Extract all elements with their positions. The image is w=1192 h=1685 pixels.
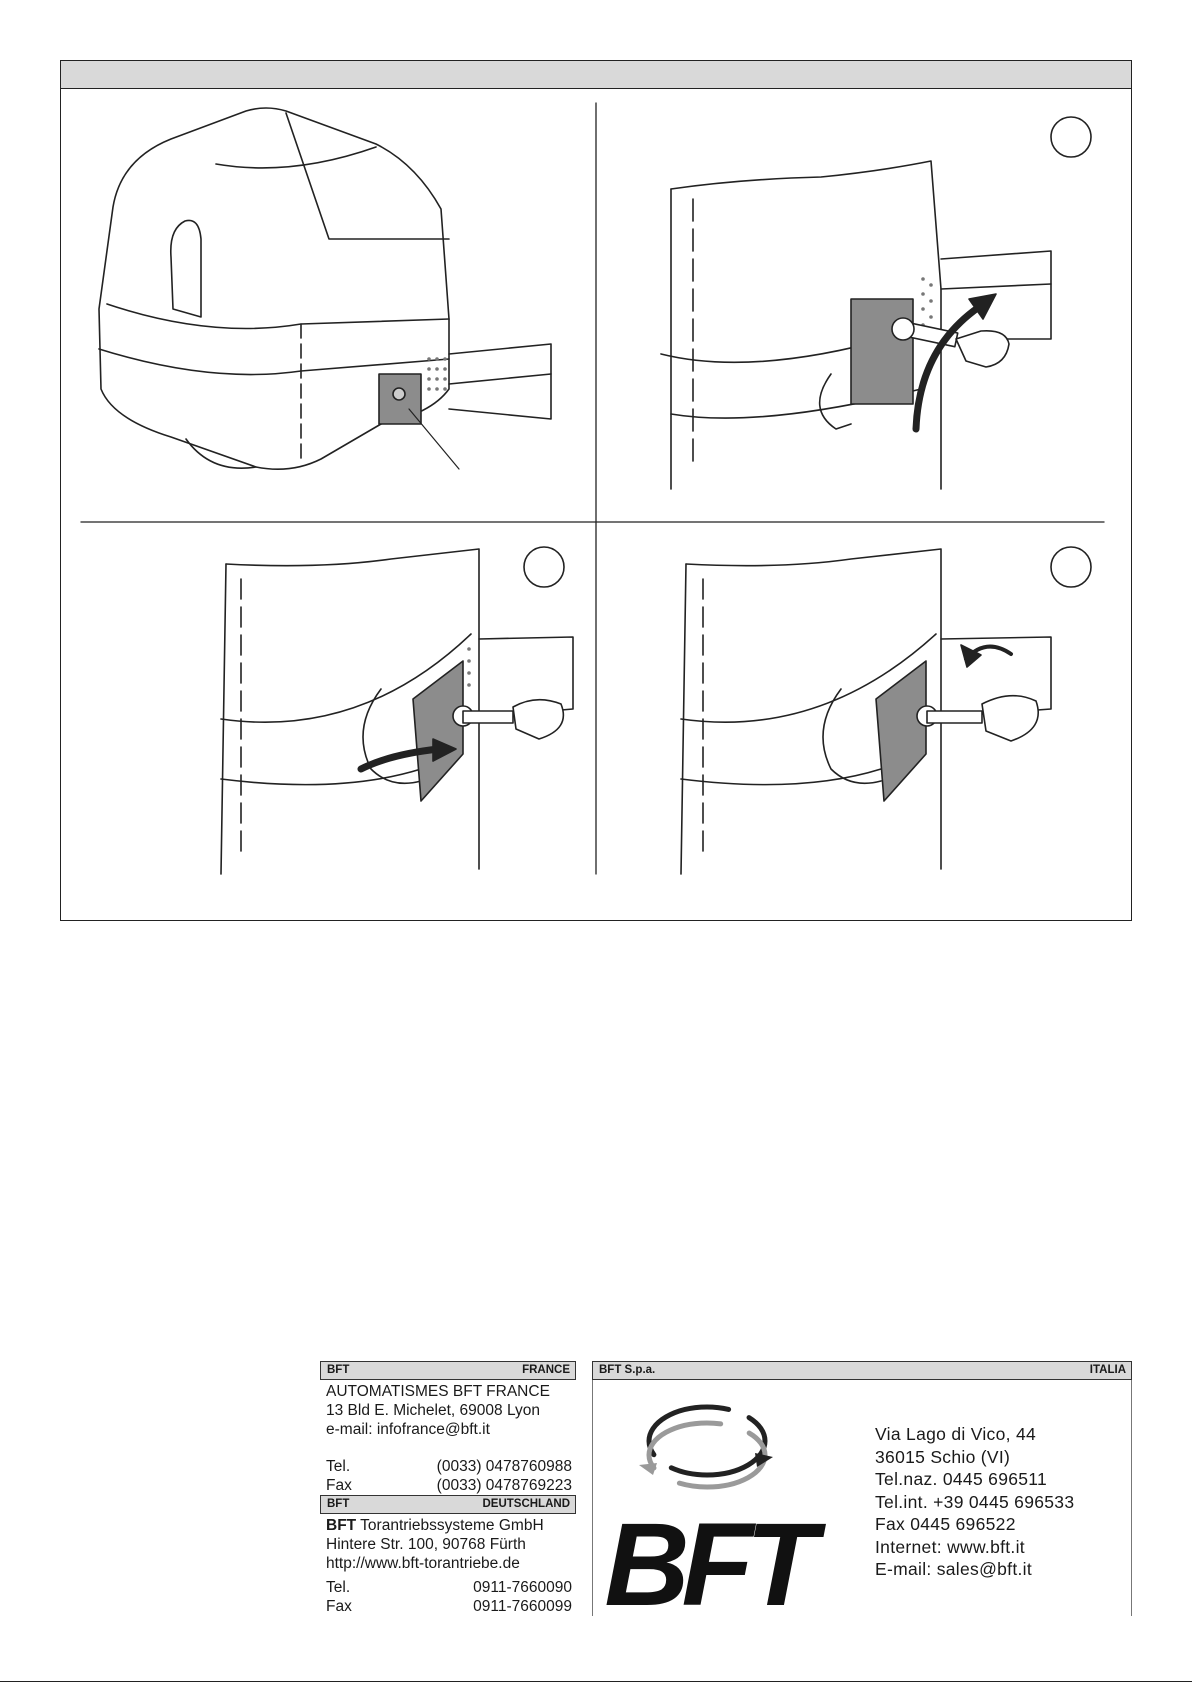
- italia-line: E-mail: sales@bft.it: [875, 1559, 1032, 1579]
- page-bottom-rule: [0, 1681, 1192, 1682]
- key-icon: [981, 694, 1039, 742]
- france-fax-value: (0033) 0478769223: [436, 1477, 572, 1494]
- deutschland-company: BFT Torantriebssysteme GmbH: [326, 1516, 544, 1535]
- key-icon: [512, 698, 565, 740]
- italia-line: Internet: www.bft.it: [875, 1536, 1025, 1557]
- release-lid: [850, 298, 914, 405]
- france-tel-value: (0033) 0478760988: [436, 1458, 572, 1475]
- france-tel-label: Tel.: [326, 1458, 351, 1475]
- deutschland-address: Hintere Str. 100, 90768 Fürth: [326, 1536, 526, 1553]
- deutschland-company-bold: BFT: [326, 1517, 357, 1534]
- keyhole-icon: [392, 387, 406, 401]
- release-illustration: [80, 102, 1105, 875]
- deutschland-fax-value: 0911-7660099: [473, 1598, 572, 1615]
- deutschland-country: DEUTSCHLAND: [482, 1498, 570, 1510]
- italia-header: BFT S.p.a. ITALIA: [592, 1361, 1132, 1380]
- italia-line: Via Lago di Vico, 44: [875, 1424, 1037, 1444]
- deutschland-header: BFT DEUTSCHLAND: [320, 1495, 576, 1514]
- panel-unlock-step-3: [680, 546, 1092, 875]
- rotate-arrow-icon: [357, 745, 443, 773]
- deutschland-tel-value: 0911-7660090: [473, 1579, 572, 1596]
- italia-country: ITALIA: [1089, 1364, 1126, 1376]
- italia-line: Tel.int. +39 0445 696533: [875, 1491, 1075, 1512]
- panel-unlock-step-2: [220, 546, 574, 875]
- deutschland-tel-label: Tel.: [326, 1579, 351, 1596]
- panel-unlock-step-1: [660, 116, 1092, 490]
- italia-brand: BFT S.p.a.: [599, 1364, 656, 1376]
- deutschland-brand: BFT: [327, 1498, 350, 1510]
- bft-logo-text: BFT: [604, 1499, 826, 1613]
- france-header: BFT FRANCE: [320, 1361, 576, 1380]
- panel-operator-housing: [98, 107, 552, 471]
- release-figure-box: [60, 60, 1132, 921]
- step-number-circle: [1050, 116, 1092, 158]
- release-lid: [412, 660, 464, 802]
- france-email: e-mail: infofrance@bft.it: [326, 1421, 490, 1438]
- step-number-circle: [523, 546, 565, 588]
- italia-contact-list: Via Lago di Vico, 44 36015 Schio (VI) Te…: [875, 1423, 1074, 1581]
- deutschland-fax-label: Fax: [326, 1598, 352, 1615]
- key-icon: [955, 329, 1010, 368]
- italia-line: 36015 Schio (VI): [875, 1446, 1011, 1467]
- step-number-circle: [1050, 546, 1092, 588]
- italia-right-border: [1131, 1380, 1132, 1616]
- italia-left-border: [592, 1380, 593, 1616]
- france-address: 13 Bld E. Michelet, 69008 Lyon: [326, 1402, 540, 1419]
- deutschland-company-rest: Torantriebssysteme GmbH: [356, 1517, 544, 1534]
- deutschland-web: http://www.bft-torantriebe.de: [326, 1555, 520, 1572]
- france-country: FRANCE: [522, 1364, 570, 1376]
- italia-line: Fax 0445 696522: [875, 1514, 1016, 1534]
- figure-header-bar: [61, 61, 1131, 89]
- france-fax-label: Fax: [326, 1477, 352, 1494]
- release-lid: [875, 660, 927, 802]
- france-brand: BFT: [327, 1364, 350, 1376]
- italia-line: Tel.naz. 0445 696511: [875, 1469, 1048, 1489]
- bft-logo: BFT: [604, 1404, 830, 1613]
- rotate-arrow-icon: [912, 303, 983, 433]
- france-company: AUTOMATISMES BFT FRANCE: [326, 1383, 550, 1400]
- contacts-block: BFT FRANCE AUTOMATISMES BFT FRANCE 13 Bl…: [320, 1361, 1132, 1616]
